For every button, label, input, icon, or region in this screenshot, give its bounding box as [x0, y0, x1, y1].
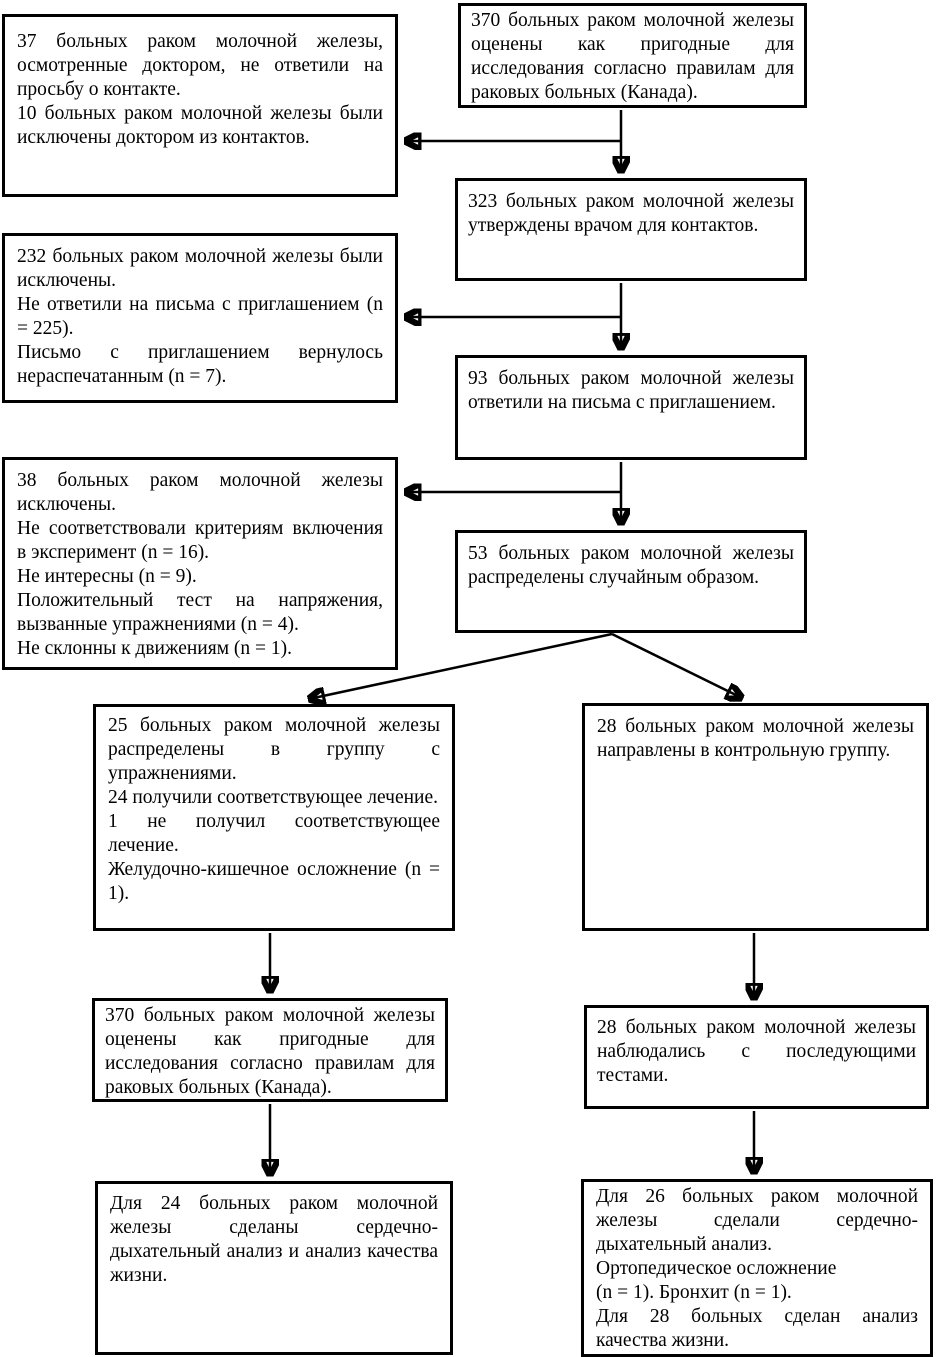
box-text: Не ответили на письма с приглашением (n …: [17, 294, 383, 339]
box-text: 38 больных раком молочной железы исключе…: [17, 470, 383, 515]
box-text: Положительный тест на напряжения, вызван…: [17, 590, 383, 635]
box-text: 25 больных раком молочной железы распред…: [108, 715, 440, 784]
box-responded-93: 93 больных раком молочной железы ответил…: [455, 355, 807, 460]
arrow-randomized-to-control-group: [611, 632, 742, 698]
box-control-analysis-26: Для 26 больных раком молочной железы сде…: [581, 1179, 933, 1357]
box-text: Ортопедическое осложнение: [596, 1258, 837, 1279]
box-text: Желудочно-кишечное осложнение (n = 1).: [108, 859, 440, 904]
box-exercise-followup-370: 370 больных раком молочной железы оценен…: [92, 998, 448, 1102]
box-approved-323: 323 больных раком молочной железы утверж…: [455, 178, 807, 281]
box-text: 53 больных раком молочной железы распред…: [468, 543, 794, 588]
box-text: (n = 1). Бронхит (n = 1).: [596, 1282, 792, 1303]
box-text: 93 больных раком молочной железы ответил…: [468, 368, 794, 413]
box-text: Для 24 больных раком молочной железы сде…: [110, 1193, 438, 1286]
box-excluded-232: 232 больных раком молочной железы были и…: [2, 233, 398, 403]
box-text: Не интересны (n = 9).: [17, 566, 197, 587]
box-excluded-38: 38 больных раком молочной железы исключе…: [2, 457, 398, 670]
box-text: 28 больных раком молочной железы наблюда…: [597, 1017, 916, 1086]
box-text: Для 28 больных сделан анализ качества жи…: [596, 1306, 918, 1351]
box-text: 37 больных раком молочной железы, осмотр…: [17, 31, 383, 100]
box-text: 28 больных раком молочной железы направл…: [597, 716, 914, 761]
box-exercise-analysis-24: Для 24 больных раком молочной железы сде…: [95, 1181, 453, 1355]
arrow-randomized-to-exercise-group: [309, 632, 613, 699]
box-text: 323 больных раком молочной железы утверж…: [468, 191, 794, 236]
box-text: Письмо с приглашением вернулось нераспеч…: [17, 342, 383, 387]
box-exercise-group-25: 25 больных раком молочной железы распред…: [93, 704, 455, 931]
box-text: 1 не получил соответствующее лечение.: [108, 811, 440, 856]
box-control-group-28: 28 больных раком молочной железы направл…: [582, 703, 929, 931]
box-text: Не соответствовали критериям включения в…: [17, 518, 383, 563]
box-text: Для 26 больных раком молочной железы сде…: [596, 1186, 918, 1255]
box-eligible-370: 370 больных раком молочной железы оценен…: [458, 3, 807, 108]
box-text: Не склонны к движениям (n = 1).: [17, 638, 293, 659]
box-declined-contact: 37 больных раком молочной железы, осмотр…: [2, 14, 398, 197]
box-text: 370 больных раком молочной железы оценен…: [471, 10, 794, 103]
box-text: 10 больных раком молочной железы были ис…: [17, 103, 383, 148]
box-text: 370 больных раком молочной железы оценен…: [105, 1005, 435, 1098]
box-text: 24 получили соответствующее лечение.: [108, 787, 438, 808]
box-control-followup-28: 28 больных раком молочной железы наблюда…: [584, 1005, 929, 1109]
box-randomized-53: 53 больных раком молочной железы распред…: [455, 530, 807, 633]
box-text: 232 больных раком молочной железы были и…: [17, 246, 383, 291]
